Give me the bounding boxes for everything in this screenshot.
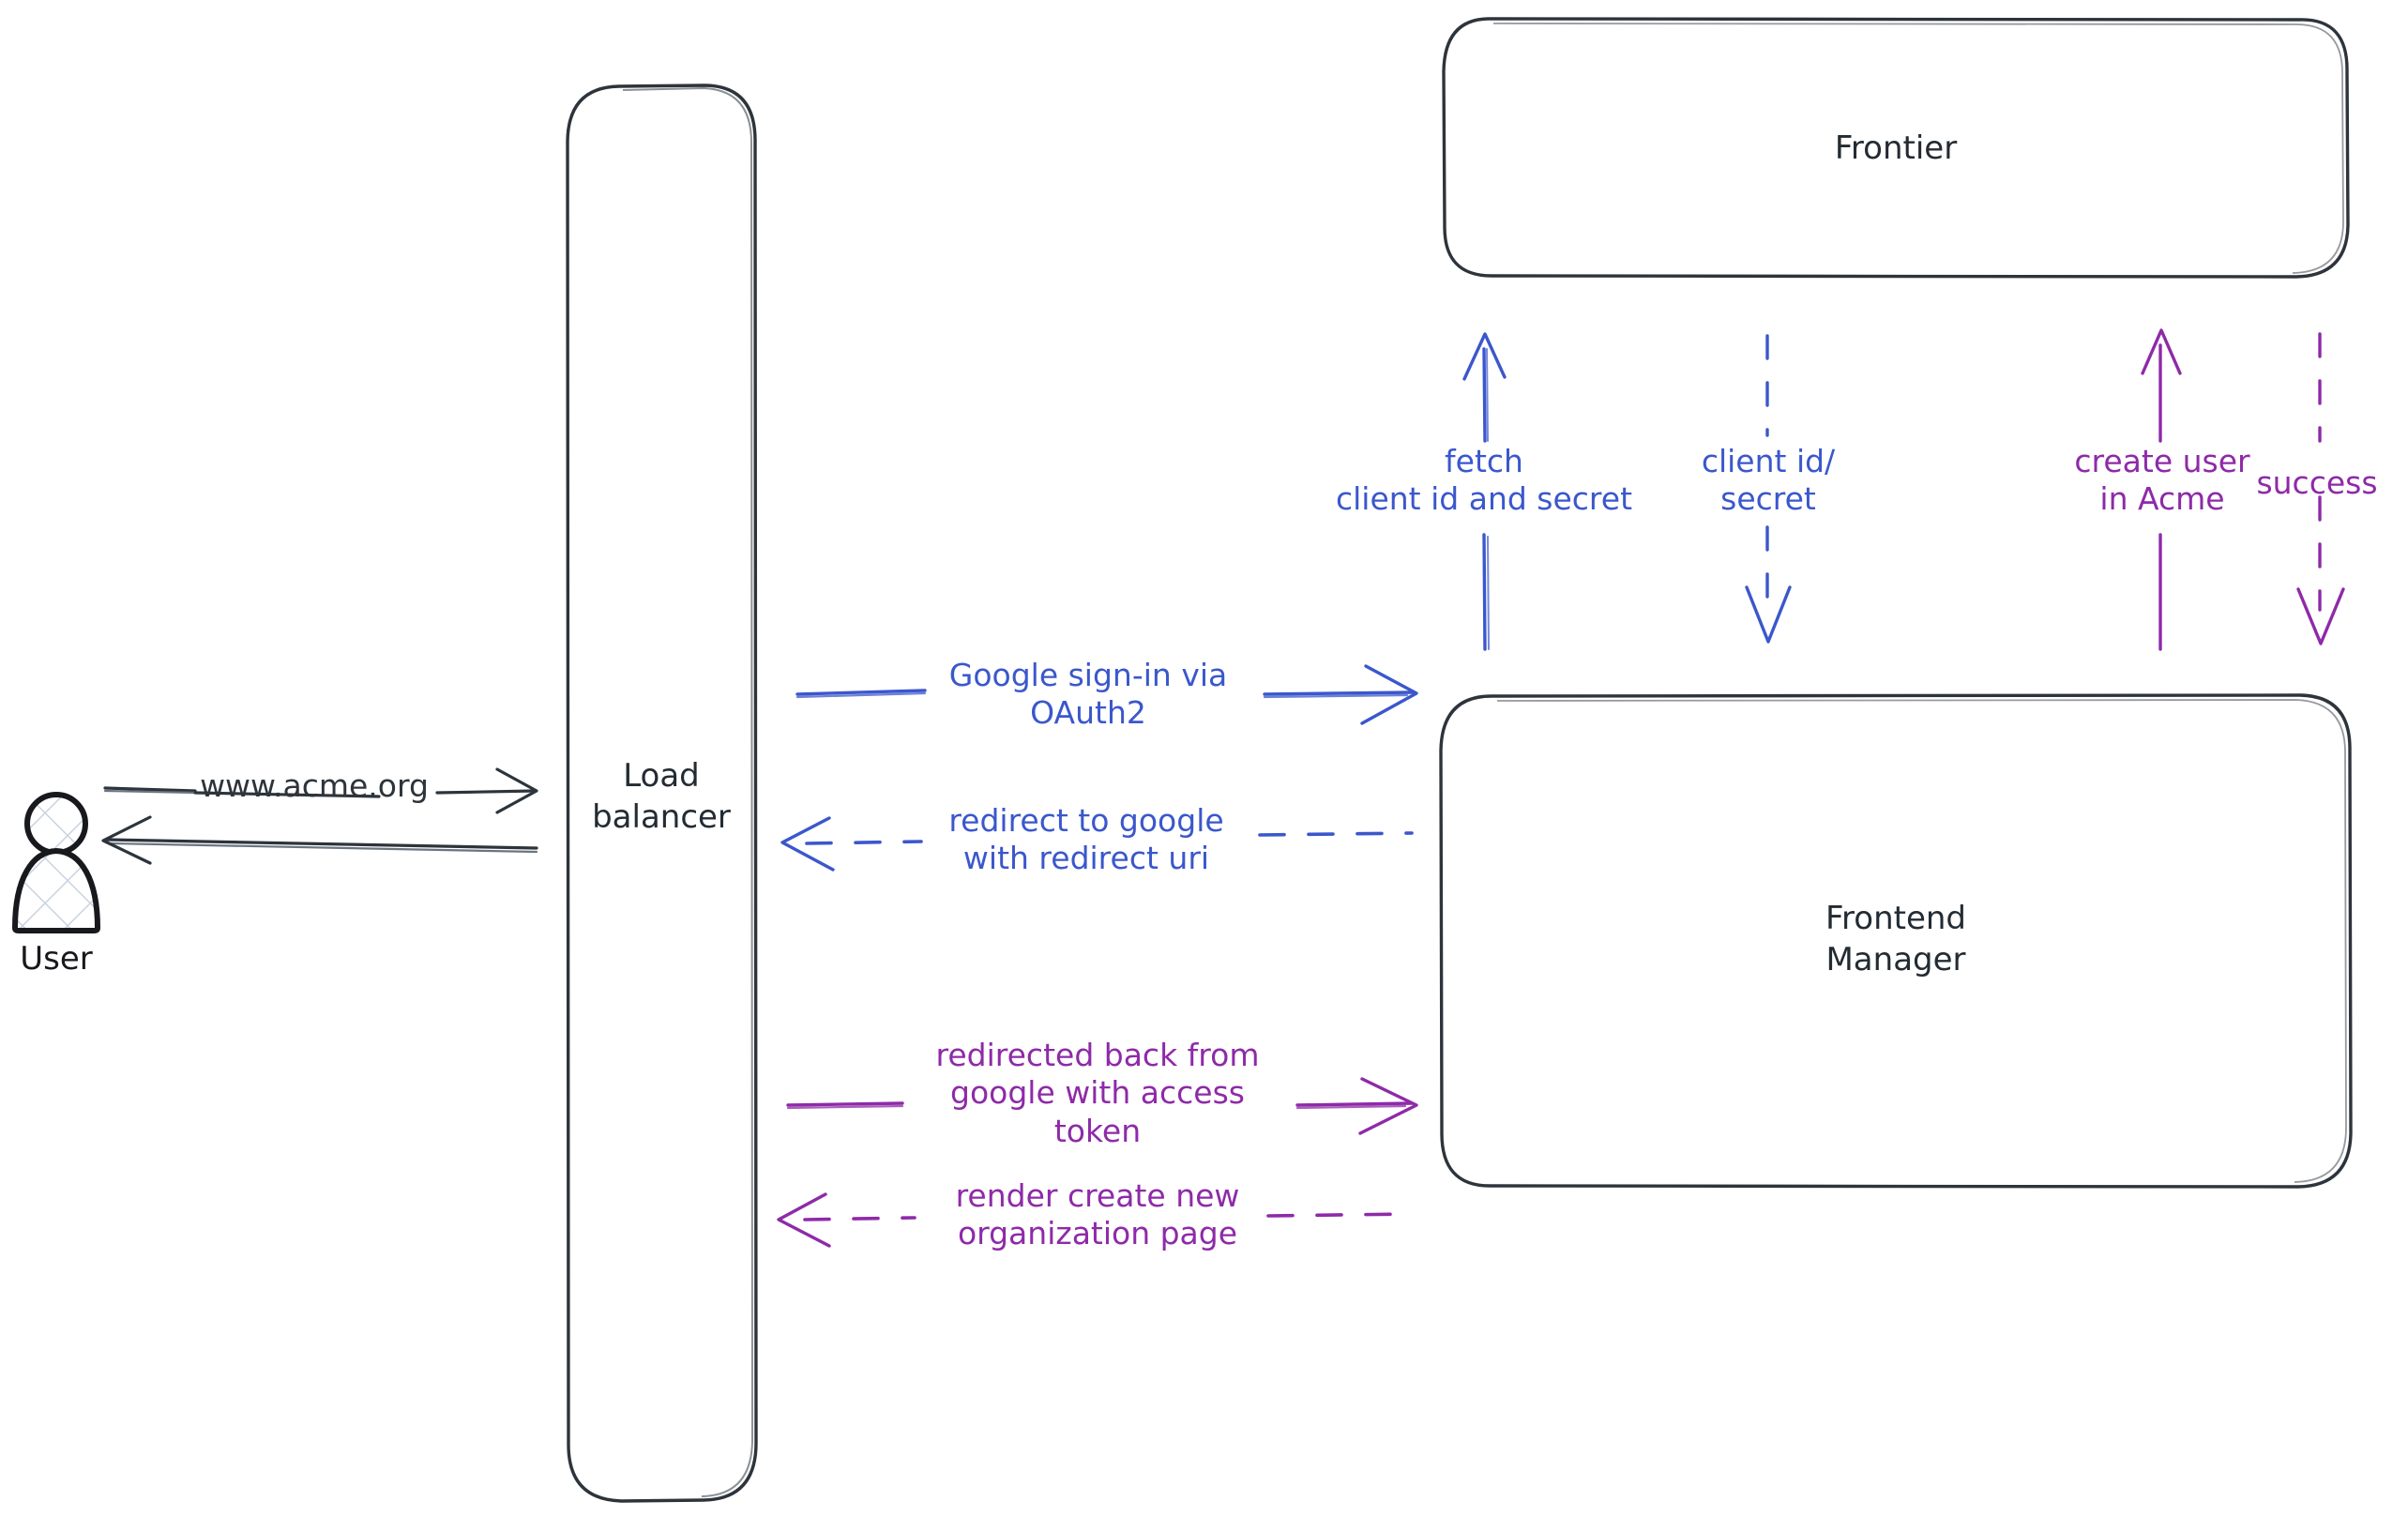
edge-fetch-client-id-secret xyxy=(1462,332,1507,651)
node-load-balancer[interactable] xyxy=(566,83,758,1503)
edge-google-signin xyxy=(795,664,1418,725)
edge-label-fetch-client-id-secret: fetch client id and secret xyxy=(1335,443,1633,518)
edge-success-response xyxy=(2296,332,2345,645)
edge-lb-to-user xyxy=(101,815,538,865)
edge-user-to-lb xyxy=(103,767,538,814)
edge-label-google-signin: Google sign-in via OAuth2 xyxy=(948,657,1228,732)
edge-render-create-org xyxy=(777,1192,1412,1248)
edge-create-user-in-acme xyxy=(2141,328,2182,651)
edge-redirect-to-google xyxy=(780,816,1414,872)
person-icon xyxy=(12,792,100,933)
edge-label-render-create-org: render create new organization page xyxy=(955,1177,1240,1252)
node-frontend-manager[interactable] xyxy=(1439,693,2353,1189)
edge-label-redirected-back: redirected back from google with access … xyxy=(935,1037,1260,1149)
actor-label-user: User xyxy=(20,940,93,978)
edge-label-create-user-in-acme: create user in Acme xyxy=(2074,443,2250,518)
edge-label-www-acme-org: www.acme.org xyxy=(200,767,429,804)
edge-label-client-id-secret: client id/ secret xyxy=(1701,443,1836,518)
node-frontier[interactable] xyxy=(1442,17,2350,279)
edge-redirected-back xyxy=(786,1077,1418,1135)
edge-client-id-secret-response xyxy=(1745,334,1792,644)
edge-label-success: success xyxy=(2256,464,2378,501)
edge-label-redirect-to-google: redirect to google with redirect uri xyxy=(948,802,1224,877)
